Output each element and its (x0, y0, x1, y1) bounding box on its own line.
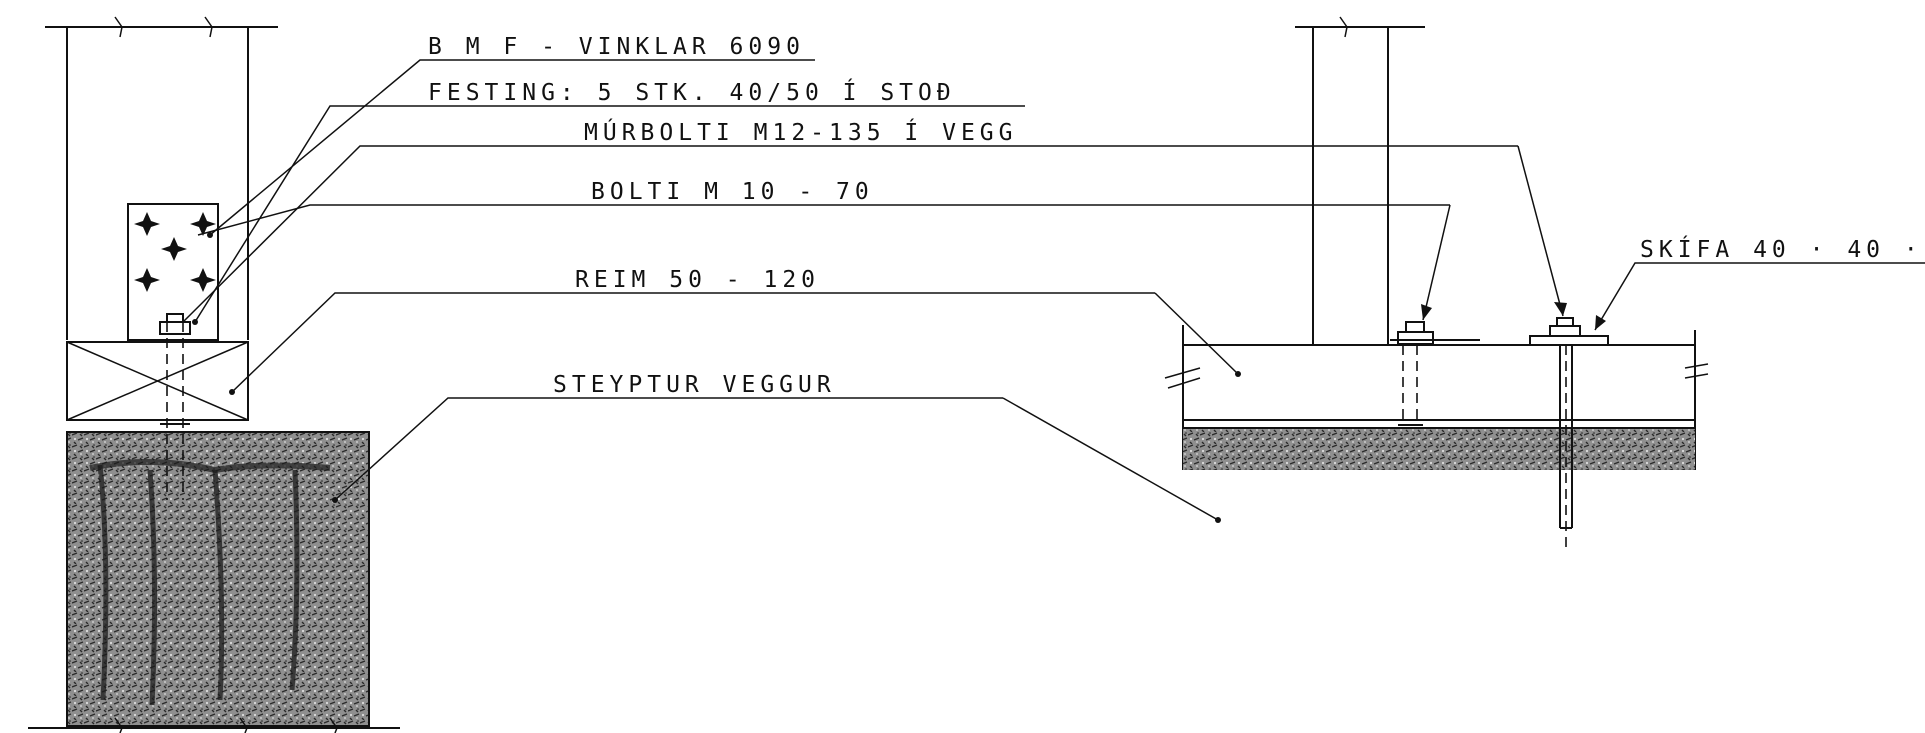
label-steyptur-veggur: STEYPTUR VEGGUR (553, 372, 836, 398)
leader-bolti (197, 204, 1450, 236)
bracket-with-bolt (1390, 321, 1480, 426)
left-section-detail (28, 16, 400, 733)
post-elevation (1295, 16, 1425, 345)
sill-beam-section (66, 341, 249, 421)
label-bmf-vinklar: B M F - VINKLAR 6090 (428, 34, 805, 60)
anchor-bolt-with-washer (1529, 317, 1609, 550)
bmf-angle-bracket (127, 203, 219, 341)
leader-festing (194, 105, 1025, 323)
label-bolti: BOLTI M 10 - 70 (591, 179, 874, 205)
label-reim: REIM 50 - 120 (575, 267, 820, 293)
leader-skifa (1594, 262, 1925, 331)
label-festing: FESTING: 5 STK. 40/50 Í STOÐ (428, 78, 956, 106)
leader-lines (182, 59, 1925, 523)
leader-reim (231, 292, 1155, 393)
nail-markers (134, 212, 216, 292)
bottom-break-line (28, 717, 400, 733)
label-murbolti: MÚRBOLTI M12-135 Í VEGG (584, 118, 1018, 146)
concrete-wall (66, 431, 370, 727)
leader-bmf (209, 59, 815, 236)
callout-labels: B M F - VINKLAR 6090 FESTING: 5 STK. 40/… (428, 34, 1925, 398)
leader-murbolti (182, 145, 1518, 323)
anchor-bolt-left (160, 322, 190, 500)
label-skifa: SKÍFA 40 · 40 · 3 (1640, 235, 1925, 263)
timber-post (45, 16, 278, 340)
concrete-wall-elevation (1183, 427, 1695, 470)
leader-steyptur (334, 397, 1003, 501)
right-elevation-detail (1164, 16, 1709, 550)
